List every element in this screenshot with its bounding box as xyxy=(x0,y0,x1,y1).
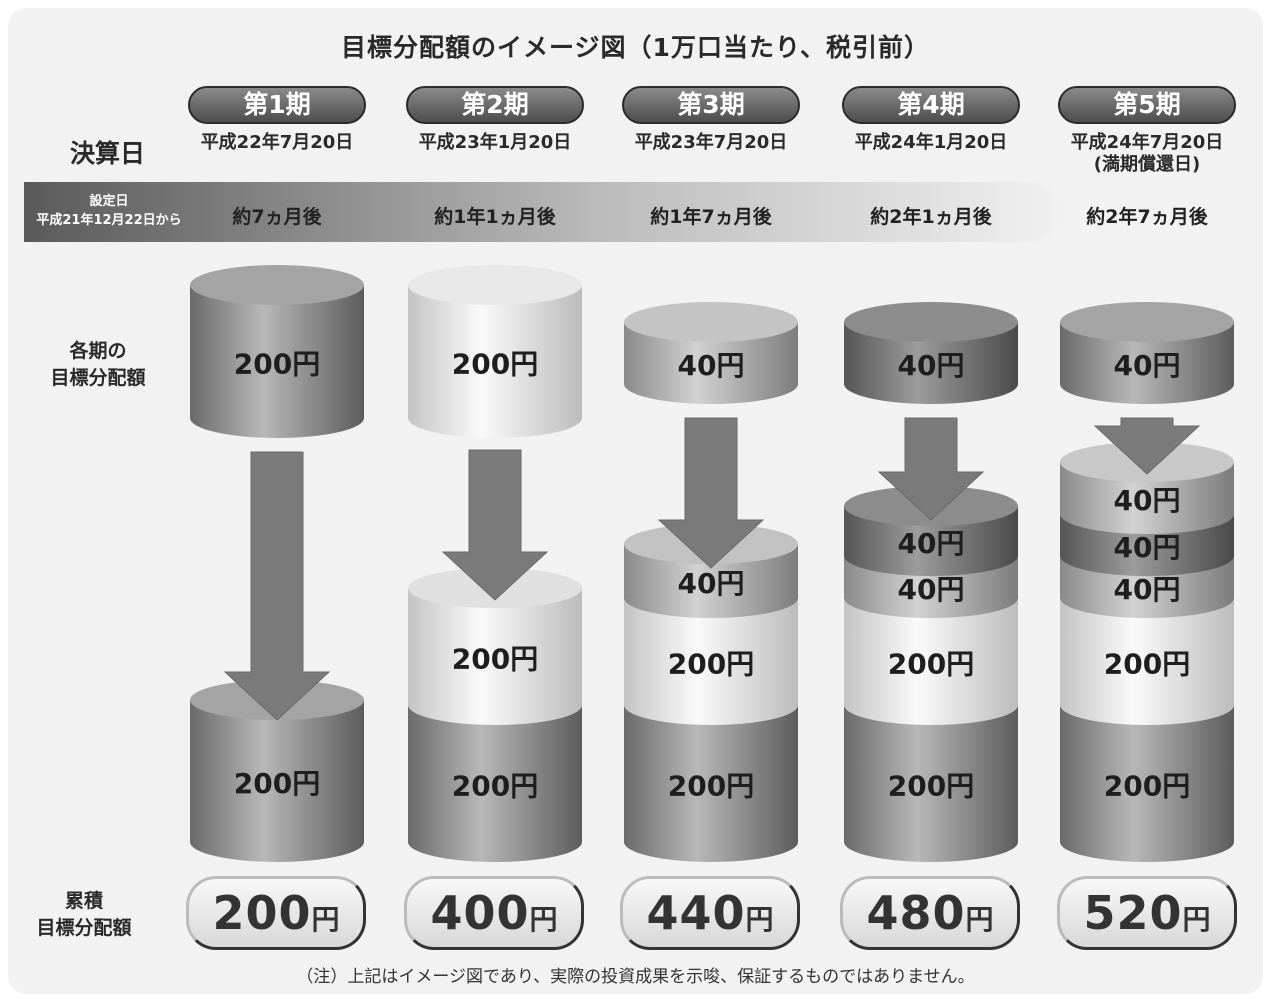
cylinder-value-label: 200円 xyxy=(452,348,538,381)
period-2-down-arrow xyxy=(441,449,549,601)
period-3-date: 平成23年7月20日 xyxy=(634,132,788,153)
period-3-target-cylinder: 40円 xyxy=(624,302,798,404)
period-1-elapsed: 約7ヵ月後 xyxy=(232,206,322,228)
period-3-down-arrow xyxy=(657,417,765,569)
period-3-cumulative: 440円 xyxy=(620,876,800,950)
setup-label: 設定日 xyxy=(89,194,129,209)
diagram-title: 目標分配額のイメージ図（1万口当たり、税引前） xyxy=(341,33,930,62)
period-2-target-cylinder: 200円 xyxy=(408,265,582,438)
period-5-label: 第5期 xyxy=(1058,86,1236,124)
period-1-cumulative: 200円 xyxy=(186,876,366,950)
period-1-down-arrow xyxy=(223,451,331,721)
cylinder-value-label: 40円 xyxy=(1114,531,1181,564)
period-2-cumulative: 400円 xyxy=(404,876,584,950)
timeline-arrow xyxy=(24,182,1094,242)
settlement-date-row-label: 決算日 xyxy=(70,139,146,168)
period-4-down-arrow xyxy=(877,417,985,521)
period-4-label: 第4期 xyxy=(842,86,1020,124)
cylinder-value-label: 40円 xyxy=(678,349,745,382)
period-5-down-arrow xyxy=(1093,417,1201,475)
period-5-stack-layer-5: 40円 xyxy=(1060,442,1234,534)
period-5-cumulative: 520円 xyxy=(1057,876,1237,950)
cylinder-value-label: 200円 xyxy=(668,648,754,681)
maturity-note: (満期償還日) xyxy=(1093,154,1201,175)
cylinder-value-label: 40円 xyxy=(898,349,965,382)
period-4-target-cylinder: 40円 xyxy=(844,302,1018,404)
period-4-date: 平成24年1月20日 xyxy=(854,132,1008,153)
cylinder-value-label: 40円 xyxy=(1114,349,1181,382)
each-period-row-label: 各期の 目標分配額 xyxy=(50,340,146,389)
period-4-elapsed: 約2年1ヵ月後 xyxy=(870,206,992,228)
setup-date: 平成21年12月22日から xyxy=(36,213,182,228)
cylinder-value-label: 200円 xyxy=(452,770,538,803)
period-2-date: 平成23年1月20日 xyxy=(418,132,572,153)
period-2-stack-layer-2: 200円 xyxy=(408,568,582,725)
cylinder-value-label: 200円 xyxy=(668,770,754,803)
cylinder-value-label: 200円 xyxy=(1104,770,1190,803)
cylinder-value-label: 200円 xyxy=(1104,648,1190,681)
period-3-label: 第3期 xyxy=(622,86,800,124)
cylinder-value-label: 200円 xyxy=(888,648,974,681)
cylinder-value-label: 40円 xyxy=(1114,573,1181,606)
period-3-elapsed: 約1年7ヵ月後 xyxy=(650,206,772,228)
period-1-target-cylinder: 200円 xyxy=(190,265,364,438)
period-5-elapsed: 約2年7ヵ月後 xyxy=(1086,206,1208,228)
cylinder-value-label: 40円 xyxy=(1114,484,1181,517)
period-2-label: 第2期 xyxy=(406,86,584,124)
cumulative-row-label: 累積 目標分配額 xyxy=(36,890,132,939)
period-1-date: 平成22年7月20日 xyxy=(200,132,354,153)
cylinder-value-label: 40円 xyxy=(898,527,965,560)
cylinder-value-label: 200円 xyxy=(888,770,974,803)
cylinder-value-label: 40円 xyxy=(678,567,745,600)
cylinder-value-label: 200円 xyxy=(452,643,538,676)
period-1-stack-base: 200円 xyxy=(190,680,364,862)
period-1-label: 第1期 xyxy=(188,86,366,124)
period-4-cumulative: 480円 xyxy=(840,876,1020,950)
setup-date-label: 設定日 平成21年12月22日から xyxy=(24,192,194,230)
footnote: （注）上記はイメージ図であり、実際の投資成果を示唆、保証するものではありません。 xyxy=(296,967,975,987)
cylinder-value-label: 40円 xyxy=(898,573,965,606)
cylinder-value-label: 200円 xyxy=(234,767,320,800)
cylinder-value-label: 200円 xyxy=(234,348,320,381)
period-2-elapsed: 約1年1ヵ月後 xyxy=(434,206,556,228)
period-5-target-cylinder: 40円 xyxy=(1060,302,1234,404)
period-5-date: 平成24年7月20日(満期償還日) xyxy=(1047,132,1247,176)
